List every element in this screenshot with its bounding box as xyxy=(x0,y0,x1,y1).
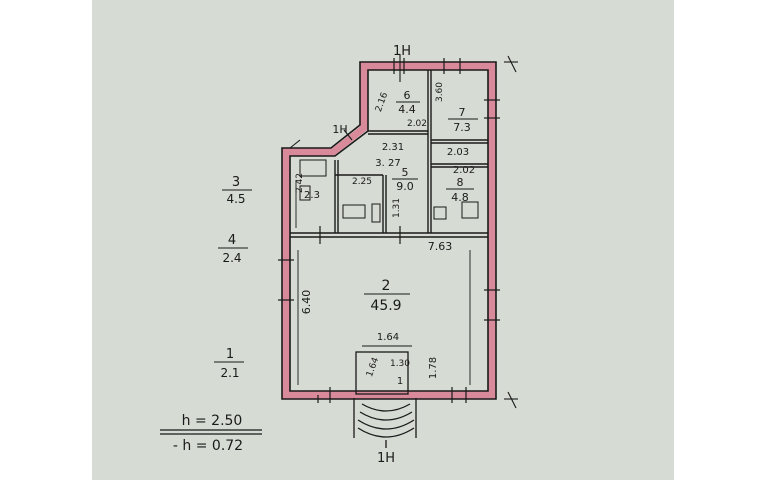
height-h-minus: - h = 0.72 xyxy=(173,438,243,454)
legend-4: 4 2.4 xyxy=(218,233,248,265)
room-7: 7 7.3 xyxy=(448,106,478,134)
dim-1-64-b: 1.64 xyxy=(365,356,381,379)
room-7-number: 7 xyxy=(459,106,466,119)
dim-2-03: 2.03 xyxy=(447,147,469,158)
room-2-number: 2 xyxy=(382,278,391,294)
room-8-area: 4.8 xyxy=(451,191,469,204)
entrance-label-top: 1Н xyxy=(393,44,411,59)
room-6-area: 4.4 xyxy=(398,103,416,116)
legend-4-number: 4 xyxy=(228,233,236,248)
room-1-number: 1 xyxy=(397,376,403,387)
legend-4-area: 2.4 xyxy=(222,251,241,265)
height-note-lines xyxy=(160,429,262,435)
dim-6-40: 6.40 xyxy=(300,290,313,315)
dim-3-60: 3.60 xyxy=(435,82,445,102)
legend-1: 1 2.1 xyxy=(214,347,244,380)
room-2: 2 45.9 xyxy=(364,278,410,314)
dim-3-27: 3. 27 xyxy=(375,158,400,169)
wall-highlight xyxy=(282,62,496,399)
entrance-label-bottom: 1Н xyxy=(377,451,395,466)
entrance-label-side: 1Н xyxy=(332,123,347,136)
room-8: 8 4.8 xyxy=(446,176,474,204)
dim-1-31: 1.31 xyxy=(392,198,402,218)
room-5-number: 5 xyxy=(402,166,409,179)
room-3-area: 2.3 xyxy=(304,190,320,201)
room-8-number: 8 xyxy=(457,176,464,189)
legend-3: 3 4.5 xyxy=(222,175,252,206)
dim-1-78: 1.78 xyxy=(428,357,439,379)
height-h: h = 2.50 xyxy=(182,413,243,429)
dimension-lines xyxy=(295,180,471,385)
room-7-area: 7.3 xyxy=(453,121,471,134)
dim-1-30: 1.30 xyxy=(390,359,410,369)
legend-1-area: 2.1 xyxy=(220,366,239,380)
dim-2-16: 2.16 xyxy=(374,91,390,114)
dim-2-42: 2.42 xyxy=(295,173,305,193)
dim-7-63: 7.63 xyxy=(428,240,453,253)
window-marks xyxy=(278,58,500,403)
dim-2-31: 2.31 xyxy=(382,142,404,153)
entrance-porch xyxy=(353,351,417,448)
room-6: 6 4.4 xyxy=(396,89,420,116)
room-6-number: 6 xyxy=(404,89,411,102)
room-2-area: 45.9 xyxy=(370,298,401,314)
door-swings xyxy=(299,159,479,223)
dim-2-02-b: 2.02 xyxy=(453,165,475,176)
paper-background xyxy=(92,0,674,480)
legend-1-number: 1 xyxy=(226,347,234,362)
room-3: 2.3 xyxy=(304,190,320,201)
legend-3-number: 3 xyxy=(232,175,240,190)
interior-walls xyxy=(290,70,488,238)
dim-2-25: 2.25 xyxy=(352,177,372,187)
room-5: 5 9.0 xyxy=(392,166,418,193)
legend-3-area: 4.5 xyxy=(226,192,245,206)
room-1: 1 xyxy=(397,376,403,387)
axis-marks xyxy=(289,54,518,409)
room-5-area: 9.0 xyxy=(396,180,414,193)
dim-1-64-a: 1.64 xyxy=(377,332,399,343)
dim-2-02-a: 2.02 xyxy=(407,119,427,129)
